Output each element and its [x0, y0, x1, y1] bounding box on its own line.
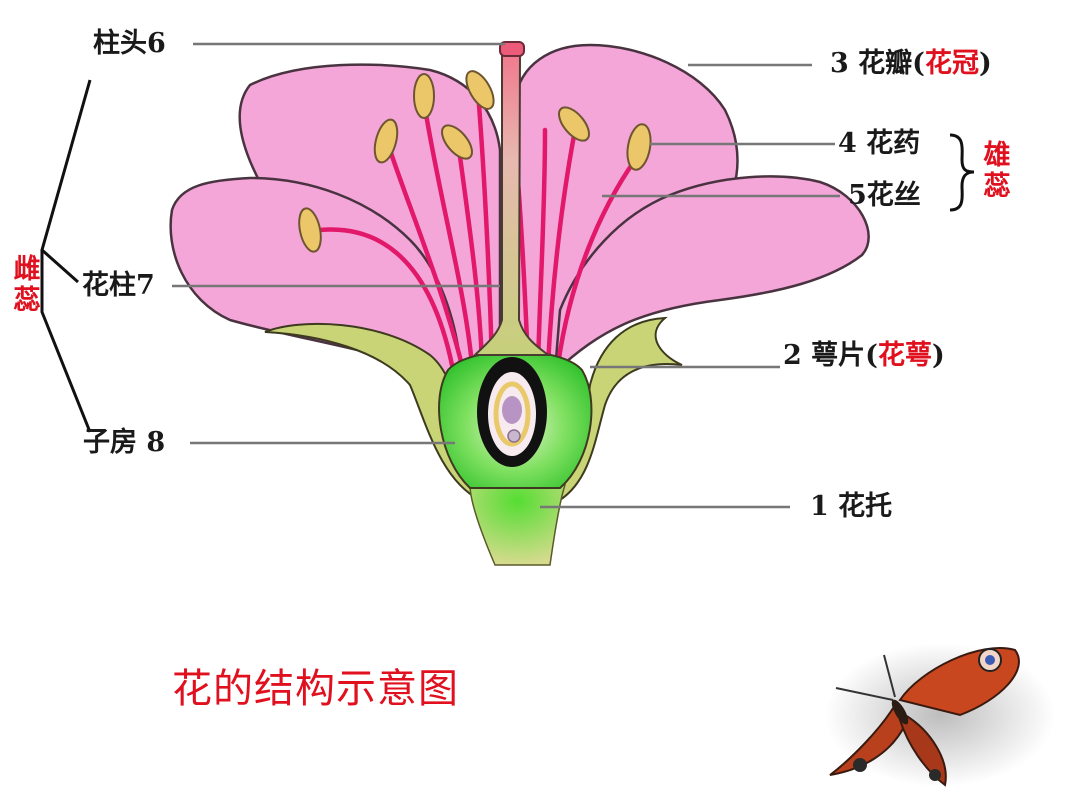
sepal-term: 花萼	[877, 340, 932, 371]
petal-label-text: 3 花瓣(	[830, 48, 925, 79]
stigma-label: 柱头6	[93, 28, 166, 59]
right-front-petal	[553, 175, 870, 376]
sepal-label: 2 萼片(花萼)	[783, 342, 945, 369]
filament-label: 5花丝	[848, 180, 921, 211]
style	[472, 54, 551, 356]
stamen-brace	[949, 133, 975, 212]
stamen-group-label: 雄蕊	[983, 140, 1011, 203]
style-label: 花柱7	[82, 270, 155, 301]
ovary-label: 子房 8	[83, 427, 166, 458]
petals	[169, 43, 870, 380]
ovary	[438, 350, 593, 489]
leader-lines	[172, 42, 840, 509]
filaments	[317, 89, 638, 368]
sepal-label-suffix: )	[931, 340, 945, 371]
receptacle	[469, 484, 567, 566]
stigma	[499, 41, 525, 57]
anther-label: 4 花药	[838, 128, 921, 159]
pistil-group-label: 雌蕊	[13, 254, 41, 317]
sepal-label-text: 2 萼片(	[783, 340, 878, 371]
butterfly-image	[825, 643, 1055, 787]
petal-label-suffix: )	[978, 48, 992, 79]
receptacle-label: 1 花托	[810, 491, 893, 522]
petal-label: 3 花瓣(花冠)	[830, 50, 992, 77]
pistil-bracket	[40, 79, 92, 433]
petal-term: 花冠	[924, 48, 979, 79]
anthers	[298, 70, 652, 253]
diagram-caption: 花的结构示意图	[172, 666, 459, 712]
